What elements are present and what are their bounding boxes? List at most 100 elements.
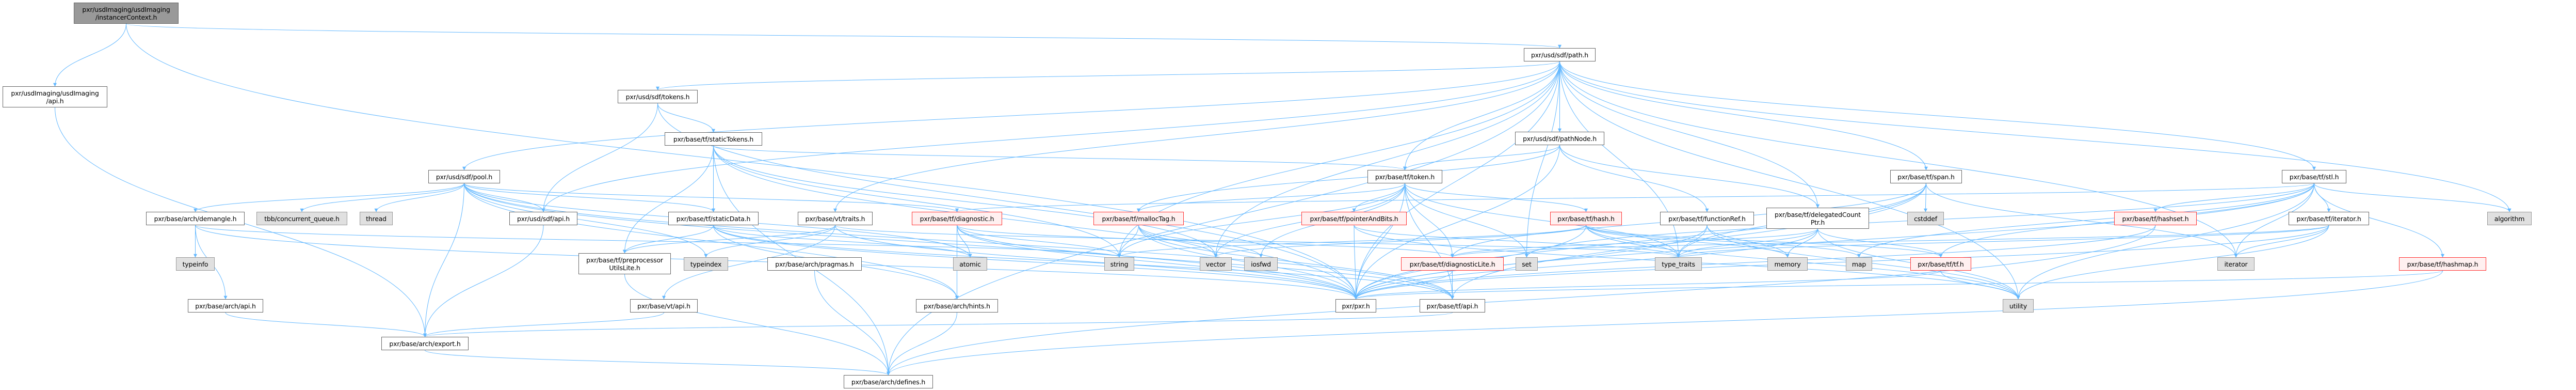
node-label: cstddef: [1914, 214, 1937, 223]
edge-token-to-type_traits: [1405, 183, 1680, 258]
node-label: pxr/base/tf/hashmap.h: [2407, 260, 2478, 268]
edge-diagnostic-to-diagLite: [957, 225, 1454, 258]
edge-stl-to-algorithm: [2314, 183, 2511, 212]
edge-path-to-set: [1525, 61, 1560, 258]
node-statictokens[interactable]: pxr/base/tf/staticTokens.h: [665, 132, 762, 146]
node-label: type_traits: [1662, 260, 1695, 268]
edge-token-to-set: [1405, 183, 1528, 258]
edge-delegated-to-pxr: [1354, 228, 1818, 300]
node-staticdata[interactable]: pxr/base/tf/staticData.h: [668, 212, 759, 225]
node-label: pxr/base/arch/api.h: [195, 302, 256, 310]
edge-iterator_h-to-iterator: [2234, 225, 2329, 258]
node-algorithm: algorithm: [2487, 212, 2532, 225]
edge-ctx-to-usdimg_api: [53, 23, 126, 87]
node-pathnode[interactable]: pxr/usd/sdf/pathNode.h: [1515, 132, 1604, 145]
node-hash[interactable]: pxr/base/tf/hash.h: [1550, 212, 1622, 225]
edge-staticData-to-pxr: [713, 225, 1358, 300]
node-functionref[interactable]: pxr/base/tf/functionRef.h: [1660, 212, 1754, 225]
node-demangle[interactable]: pxr/base/arch/demangle.h: [146, 212, 245, 225]
edge-tf_tf-to-utility: [1940, 270, 2020, 300]
node-label: pxr/base/tf/staticTokens.h: [673, 135, 754, 143]
edge-pputils-to-defines: [624, 274, 890, 376]
node-token[interactable]: pxr/base/tf/token.h: [1367, 170, 1442, 183]
node-export[interactable]: pxr/base/arch/export.h: [381, 337, 469, 350]
node-hashset[interactable]: pxr/base/tf/hashset.h: [2114, 212, 2197, 225]
node-tf-tf[interactable]: pxr/base/tf/tf.h: [1910, 257, 1971, 271]
node-label: algorithm: [2494, 214, 2525, 223]
edge-path-to-tokens: [656, 61, 1560, 90]
node-arch-api[interactable]: pxr/base/arch/api.h: [188, 299, 263, 313]
edge-token-to-tf_api: [1405, 183, 1454, 300]
node-memory: memory: [1767, 257, 1808, 271]
node-label: vector: [1205, 260, 1226, 268]
node-hints[interactable]: pxr/base/arch/hints.h: [916, 299, 998, 313]
node-hashmap[interactable]: pxr/base/tf/hashmap.h: [2399, 257, 2486, 271]
edge-hashset-to-defines: [887, 225, 2156, 376]
edge-span-to-iterator: [1926, 183, 2238, 258]
edge-path-to-span: [1559, 61, 1928, 170]
edge-hints-to-defines: [887, 312, 957, 376]
edge-hash-to-map: [1586, 225, 1861, 258]
node-tokens[interactable]: pxr/usd/sdf/tokens.h: [618, 90, 698, 103]
node-diaglite[interactable]: pxr/base/tf/diagnosticLite.h: [1401, 257, 1504, 271]
node-label: typeinfo: [182, 260, 208, 268]
edge-diagnostic-to-string: [957, 225, 1121, 258]
edge-iterator_h-to-utility: [2016, 225, 2329, 300]
node-pputils[interactable]: pxr/base/tf/preprocessor UtilsLite.h: [578, 253, 671, 274]
node-malloctag[interactable]: pxr/base/tf/mallocTag.h: [1093, 212, 1184, 225]
node-tf-api[interactable]: pxr/base/tf/api.h: [1420, 299, 1485, 313]
edge-pool-to-thread: [374, 183, 464, 212]
edge-path-to-algorithm: [1559, 61, 2511, 212]
edge-iterator_h-to-type_traits: [1677, 225, 2329, 258]
node-cstddef: cstddef: [1907, 212, 1944, 225]
node-label: pxr/usd/sdf/pool.h: [436, 173, 493, 181]
node-label: pxr/base/arch/pragmas.h: [775, 260, 854, 268]
node-label: pxr/usd/sdf/path.h: [1531, 51, 1589, 59]
edge-staticData-to-tf_api: [713, 225, 1454, 300]
edge-staticTokens-to-pputils: [623, 145, 714, 254]
edge-pointerAndBits-to-type_traits: [1354, 225, 1680, 258]
node-label: tbb/concurrent_queue.h: [264, 214, 340, 223]
node-span[interactable]: pxr/base/tf/span.h: [1890, 170, 1962, 183]
edge-tf_api-to-export: [423, 312, 1453, 337]
node-pool[interactable]: pxr/usd/sdf/pool.h: [428, 170, 500, 183]
edge-pathNode-to-pxr: [1354, 145, 1560, 300]
node-defines[interactable]: pxr/base/arch/defines.h: [844, 375, 933, 388]
node-path[interactable]: pxr/usd/sdf/path.h: [1524, 48, 1596, 61]
edge-stl-to-iterator: [2234, 183, 2314, 258]
node-pragmas[interactable]: pxr/base/arch/pragmas.h: [767, 257, 862, 271]
edge-diagnostic-to-pxr: [957, 225, 1358, 300]
node-pxr[interactable]: pxr/pxr.h: [1335, 299, 1376, 313]
node-diagnostic[interactable]: pxr/base/tf/diagnostic.h: [912, 212, 1002, 225]
edge-pool-to-staticData: [464, 183, 715, 212]
node-label: iosfwd: [1251, 260, 1271, 268]
edge-stl-to-map: [1857, 183, 2314, 258]
edge-path-to-pxr: [1354, 61, 1560, 300]
edge-ctx-to-path: [126, 23, 1561, 49]
node-usdimg-api[interactable]: pxr/usdImaging/usdImaging /api.h: [3, 86, 107, 107]
node-stl[interactable]: pxr/base/tf/stl.h: [2282, 170, 2346, 183]
node-vt-traits[interactable]: pxr/base/vt/traits.h: [798, 212, 873, 225]
node-label: pxr/base/tf/span.h: [1897, 173, 1955, 181]
node-pointerandbits[interactable]: pxr/base/tf/pointerAndBits.h: [1301, 212, 1407, 225]
node-label: typeindex: [690, 260, 722, 268]
node-vt-api[interactable]: pxr/base/vt/api.h: [630, 299, 698, 313]
edge-pool-to-diagnostic: [464, 183, 959, 212]
node-iterator-h[interactable]: pxr/base/tf/iterator.h: [2289, 212, 2369, 225]
edge-staticTokens-to-pxr: [713, 145, 1358, 300]
edge-path-to-delegated: [1559, 61, 1820, 208]
edge-pathNode-to-functionRef: [1559, 145, 1709, 212]
edge-diagnostic-to-atomic: [957, 225, 972, 258]
edge-staticTokens-to-vector: [713, 145, 1218, 258]
node-label: pxr/base/tf/hashset.h: [2122, 214, 2189, 223]
edge-pool-to-sdf_api: [464, 183, 545, 212]
node-map: map: [1846, 257, 1872, 271]
edge-pool-to-pxr: [464, 183, 1358, 300]
node-delegated[interactable]: pxr/base/tf/delegatedCount Ptr.h: [1766, 208, 1869, 229]
edge-staticData-to-pputils: [623, 225, 714, 254]
edge-token-to-hash: [1405, 183, 1588, 212]
edge-path-to-stl: [1559, 61, 2316, 170]
node-sdf-api[interactable]: pxr/usd/sdf/api.h: [509, 212, 577, 225]
node-cq: tbb/concurrent_queue.h: [256, 212, 347, 225]
